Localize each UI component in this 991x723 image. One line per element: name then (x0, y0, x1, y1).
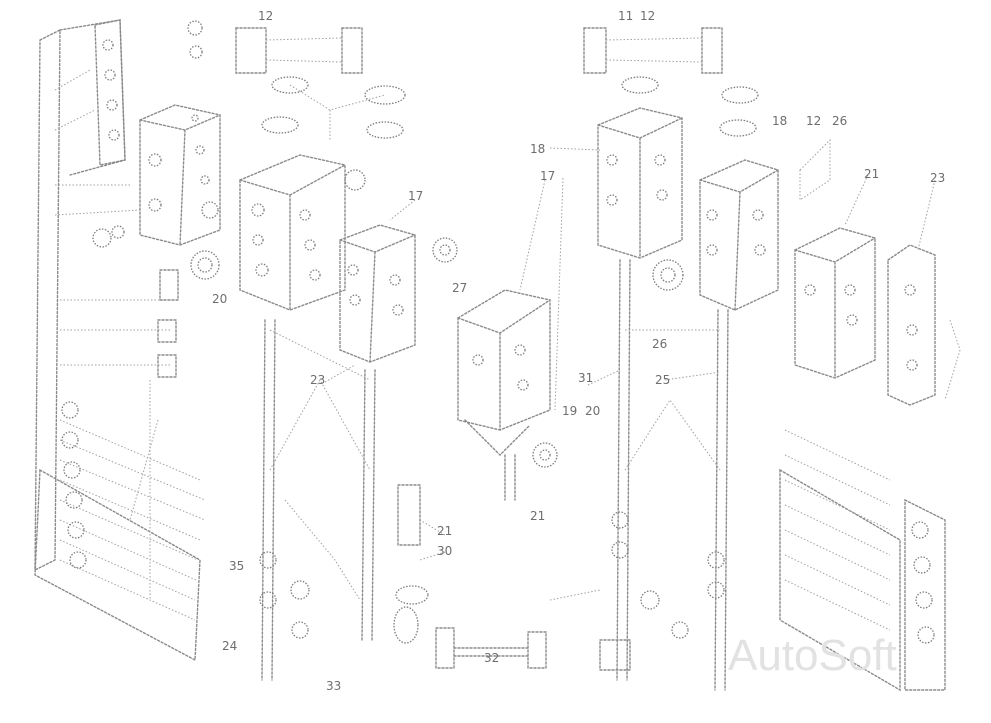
callout-32-a: 32 (484, 651, 499, 665)
right-bolt-bank (779, 319, 961, 692)
callout-35-a: 35 (229, 559, 244, 573)
valve-block-1 (139, 104, 221, 280)
bottom-rod (435, 589, 601, 669)
leader-lines (324, 147, 936, 561)
callout-12-c: 12 (806, 114, 821, 128)
watermark-text: AutoSoft (728, 631, 897, 680)
top-right-cap (583, 27, 759, 137)
left-bolt-bank (34, 380, 206, 662)
valve-block-3 (339, 224, 458, 363)
callout-17-b: 17 (408, 189, 423, 203)
valve-block-8 (887, 244, 936, 406)
callout-20-b: 20 (585, 404, 600, 418)
callout-33-a: 33 (326, 679, 341, 693)
left-plate-stack (34, 19, 179, 572)
callout-30-a: 30 (437, 544, 452, 558)
callout-19-a: 19 (562, 404, 577, 418)
right-linkage (599, 259, 729, 691)
callout-12-right: 12 (640, 9, 655, 23)
callout-18-b: 18 (772, 114, 787, 128)
valve-block-6 (699, 138, 831, 311)
callout-27-b: 26 (652, 337, 667, 351)
callout-31-a: 31 (578, 371, 593, 385)
callout-21-a: 21 (530, 509, 545, 523)
callout-20-a: 20 (212, 292, 227, 306)
left-linkage (259, 319, 429, 681)
callout-28-a: 27 (452, 281, 467, 295)
callout-27-a: 26 (832, 114, 847, 128)
callout-26-a: 25 (655, 373, 670, 387)
valve-block-2 (239, 154, 366, 311)
top-left-cap (187, 20, 406, 140)
callout-17-a: 17 (540, 169, 555, 183)
callout-25-b: 23 (310, 373, 325, 387)
valve-block-4 (457, 289, 558, 501)
valve-block-7 (794, 227, 876, 379)
callout-18-a: 18 (530, 142, 545, 156)
callout-labels: 12 11 12 18 18 12 26 21 23 17 17 27 20 2… (212, 9, 945, 693)
valve-block-5 (597, 107, 684, 291)
callout-24-a: 21 (864, 167, 879, 181)
callout-11-right: 11 (618, 9, 633, 23)
callout-21-b: 21 (437, 524, 452, 538)
callout-12-left: 12 (258, 9, 273, 23)
callout-23-a: 24 (222, 639, 237, 653)
callout-25-a: 23 (930, 171, 945, 185)
